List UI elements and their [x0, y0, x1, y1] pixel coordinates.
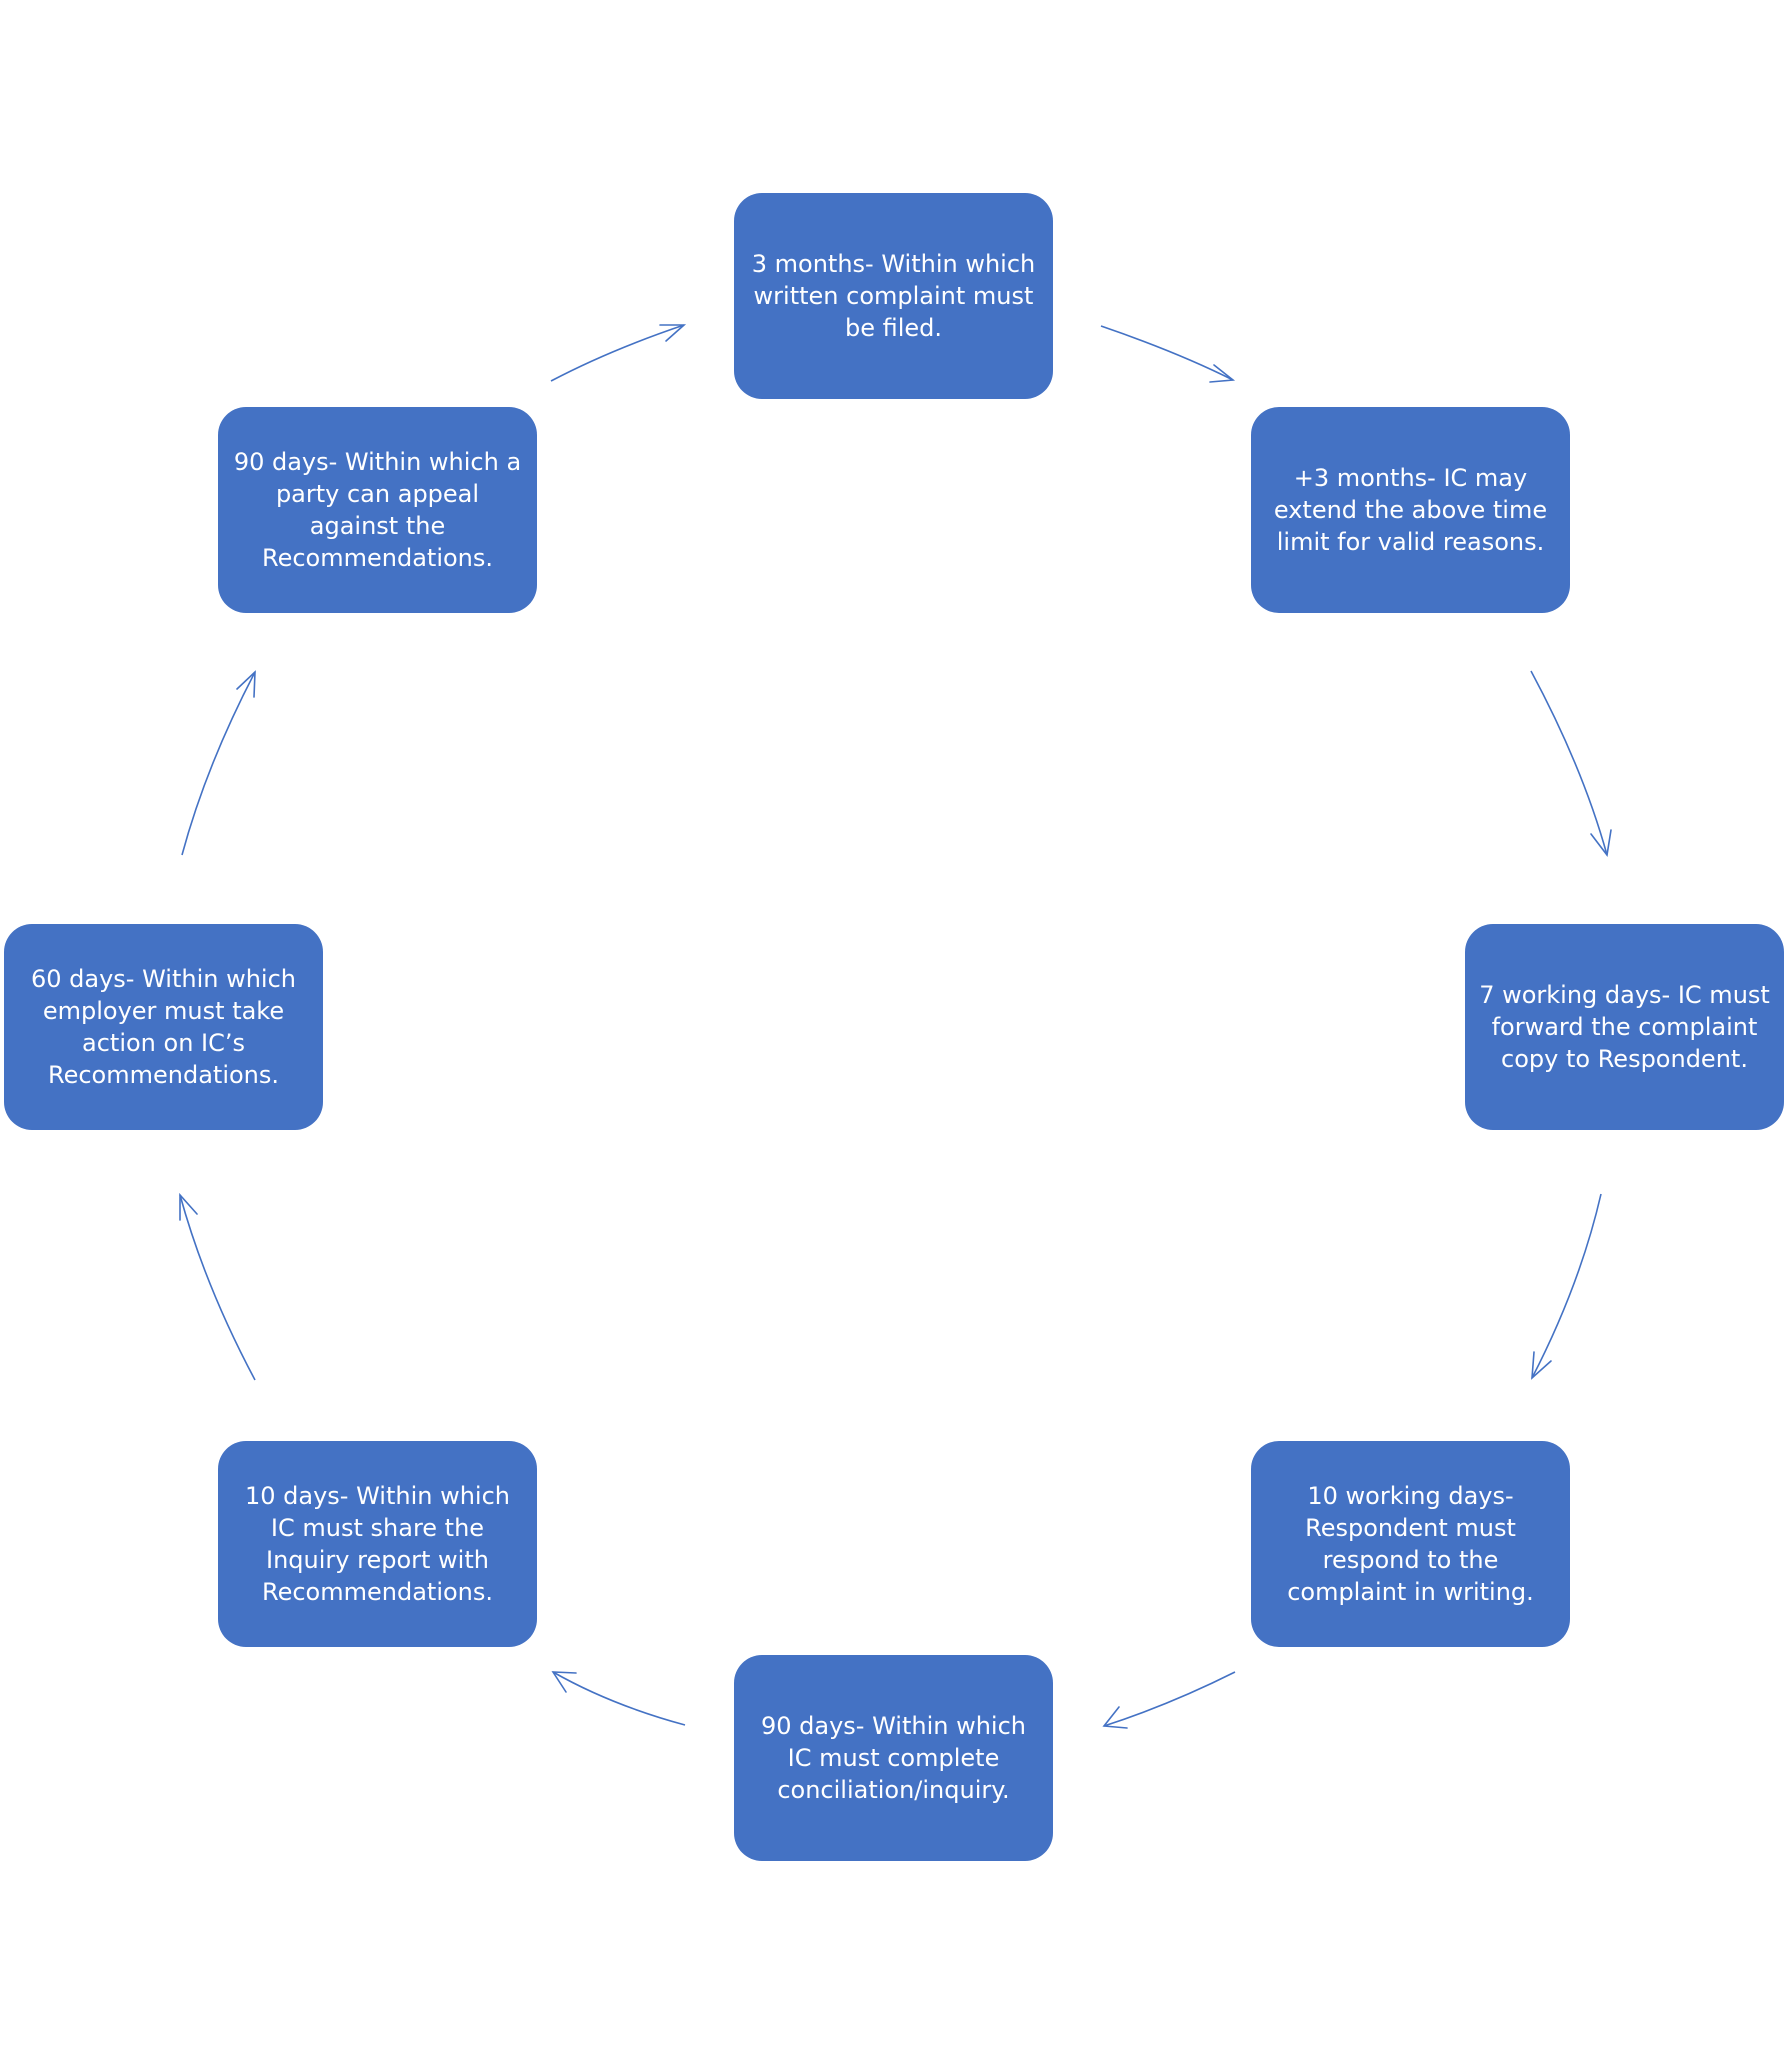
arrow-step4-to-step5	[1102, 1671, 1236, 1729]
arrow-step7-to-step8	[181, 670, 256, 856]
step-node-7-text: 60 days- Within which employer must take…	[30, 965, 297, 1089]
step-node-2: +3 months- IC may extend the above time …	[1251, 407, 1570, 613]
step-node-1: 3 months- Within which written complaint…	[734, 193, 1053, 399]
step-node-4: 10 working days- Respondent must respond…	[1251, 1441, 1570, 1647]
step-node-7: 60 days- Within which employer must take…	[4, 924, 323, 1130]
arrow-step8-to-step1	[550, 324, 687, 382]
arrow-step2-to-step3	[1530, 670, 1612, 857]
step-node-2-text: +3 months- IC may extend the above time …	[1273, 464, 1548, 556]
step-node-1-text: 3 months- Within which written complaint…	[751, 250, 1036, 342]
arrow-step6-to-step7	[179, 1192, 256, 1381]
step-node-3-text: 7 working days- IC must forward the comp…	[1479, 981, 1770, 1073]
step-node-8-text: 90 days- Within which a party can appeal…	[233, 448, 522, 572]
arrow-step1-to-step2	[1100, 325, 1236, 383]
step-node-3: 7 working days- IC must forward the comp…	[1465, 924, 1784, 1130]
arrow-step3-to-step4	[1531, 1193, 1602, 1380]
step-node-5: 90 days- Within which IC must complete c…	[734, 1655, 1053, 1861]
step-node-4-text: 10 working days- Respondent must respond…	[1287, 1482, 1534, 1606]
arrow-step5-to-step6	[551, 1671, 686, 1726]
step-node-6-text: 10 days- Within which IC must share the …	[244, 1482, 511, 1606]
step-node-8: 90 days- Within which a party can appeal…	[218, 407, 537, 613]
step-node-5-text: 90 days- Within which IC must complete c…	[760, 1712, 1027, 1804]
step-node-6: 10 days- Within which IC must share the …	[218, 1441, 537, 1647]
